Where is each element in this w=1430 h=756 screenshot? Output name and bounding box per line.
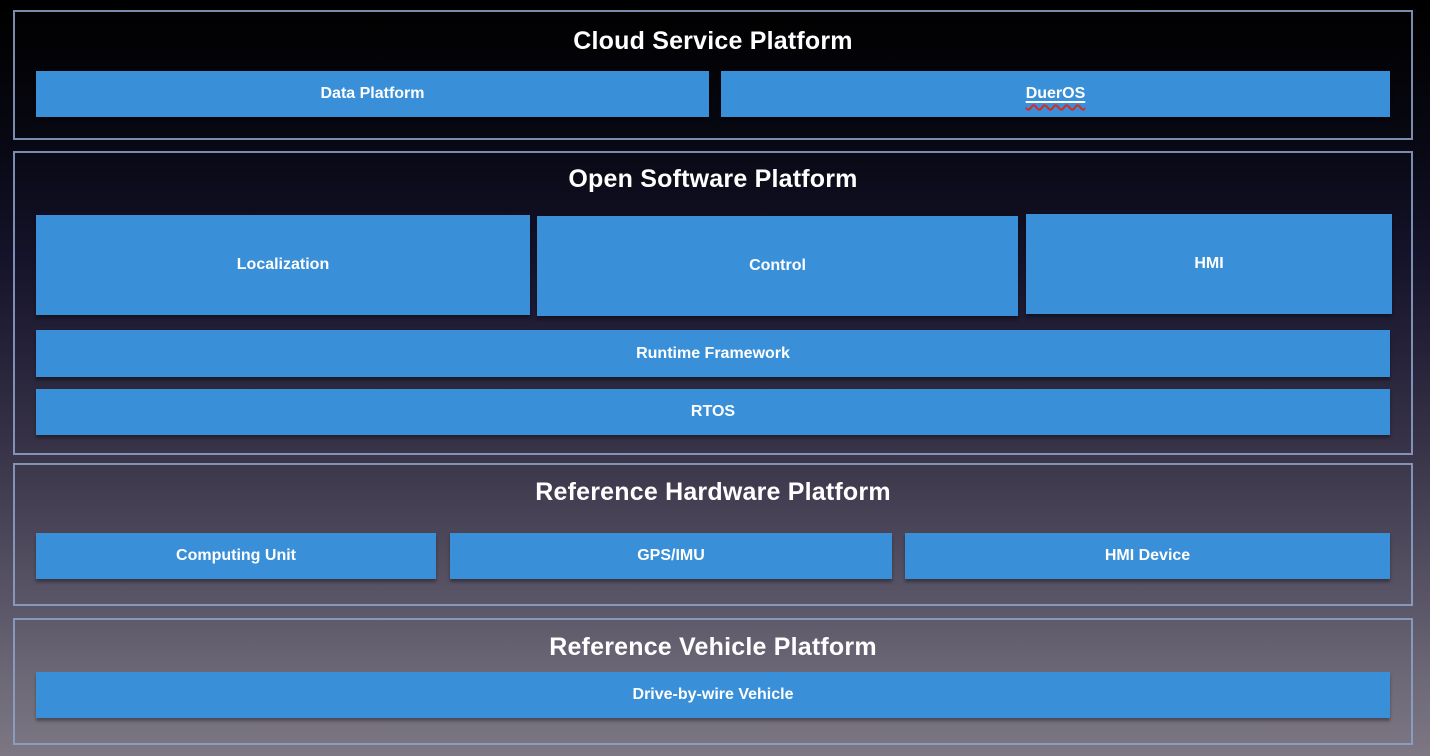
box-rtos: RTOS <box>36 389 1390 435</box>
control-label: Control <box>749 257 806 274</box>
box-hmi: HMI <box>1026 214 1392 314</box>
localization-label: Localization <box>236 256 330 273</box>
section-reference-vehicle-platform: Reference Vehicle Platform Drive-by-wire… <box>13 618 1413 745</box>
drive-by-wire-vehicle-label: Drive-by-wire Vehicle <box>632 686 794 703</box>
hmi-label: HMI <box>1194 255 1224 272</box>
data-platform-label: Data Platform <box>320 85 425 102</box>
box-dueros: DuerOS <box>721 71 1390 117</box>
gps-imu-label: GPS/IMU <box>637 547 705 564</box>
computing-unit-label: Computing Unit <box>176 547 296 564</box>
box-hmi-device: HMI Device <box>905 533 1390 579</box>
box-control: Control <box>537 216 1018 316</box>
runtime-framework-label: Runtime Framework <box>636 344 790 362</box>
box-data-platform: Data Platform <box>36 71 709 117</box>
box-drive-by-wire-vehicle: Drive-by-wire Vehicle <box>36 672 1390 718</box>
rtos-label: RTOS <box>690 403 736 420</box>
reference-vehicle-platform-title: Reference Vehicle Platform <box>549 633 877 661</box>
box-runtime-framework: Runtime Framework <box>36 330 1390 377</box>
box-gps-imu: GPS/IMU <box>450 533 892 579</box>
dueros-spellcheck-underline: DuerOS <box>1026 85 1086 103</box>
section-reference-hardware-platform: Reference Hardware Platform Computing Un… <box>13 463 1413 606</box>
reference-hardware-platform-title: Reference Hardware Platform <box>535 478 891 506</box>
box-computing-unit: Computing Unit <box>36 533 436 579</box>
cloud-service-platform-title: Cloud Service Platform <box>573 27 853 55</box>
section-open-software-platform: Open Software Platform Localization Cont… <box>13 151 1413 455</box>
section-cloud-service-platform: Cloud Service Platform Data Platform Due… <box>13 10 1413 140</box>
hmi-device-label: HMI Device <box>1104 547 1191 564</box>
box-localization: Localization <box>36 215 530 315</box>
dueros-label: DuerOS <box>1025 85 1086 102</box>
open-software-platform-title: Open Software Platform <box>568 165 858 193</box>
